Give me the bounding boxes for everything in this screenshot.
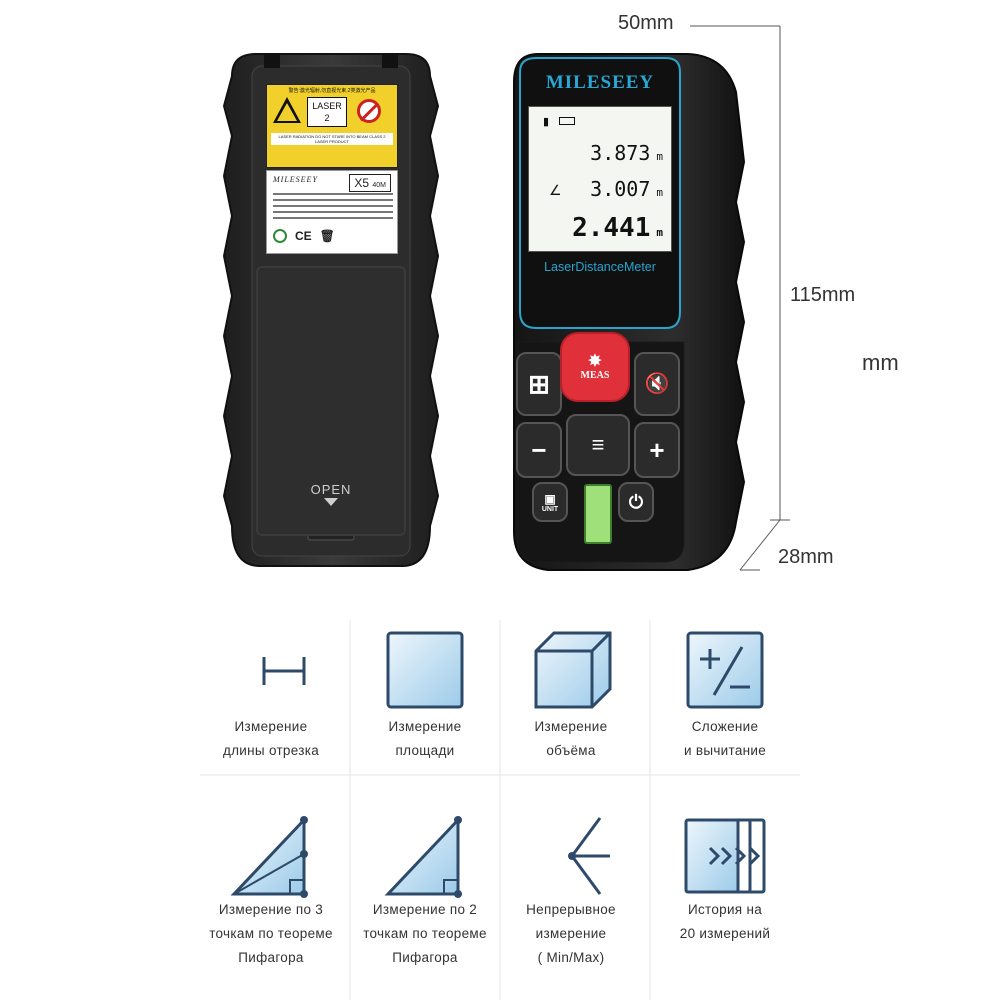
warning-fine-print: LASER RADIATION DO NOT STARE INTO BEAM C… [271, 133, 393, 145]
feature-history: История на 20 измерений [650, 808, 800, 946]
feature-area-line1: Измерение [388, 719, 462, 734]
plus-minus-icon [686, 631, 764, 709]
spec-text-lines [273, 193, 393, 223]
feature-history-line1: История на [687, 902, 763, 917]
reading-2: 3.007 m [590, 177, 663, 201]
reading-3: 2.441 m [572, 213, 663, 243]
width-dimension: 50mm [618, 12, 674, 34]
minus-button: − [516, 422, 562, 478]
power-button: ⏻ [618, 482, 654, 522]
laser-class-word: LASER [312, 101, 342, 111]
function-icon: ≡ [591, 432, 605, 457]
height-dimension: 115mm [790, 284, 856, 306]
reading-1: 3.873 m [590, 141, 663, 165]
reading-1-value: 3.873 [590, 141, 651, 165]
feature-continuous-line1: Непрерывное [526, 902, 616, 917]
reading-2-value: 3.007 [590, 177, 651, 201]
extra-dimension: mm [862, 350, 899, 375]
laser-indicator-icon: ▮ [543, 116, 550, 128]
feature-area-line2: площади [395, 743, 455, 758]
certification-marks: CE 🗑 [273, 229, 335, 243]
back-brand: MILESEEY [273, 175, 318, 184]
angle-icon: ∠ [549, 182, 562, 198]
ce-mark: CE [295, 229, 312, 243]
battery-icon [559, 117, 575, 125]
feature-addsub-line1: Сложение [691, 719, 759, 734]
laser-warning-label: 警告:激光辐射,勿直视光束,2类激光产品 LASER 2 LASER RADIA… [266, 84, 398, 168]
device-front-photo: MILESEEY ▮ 3.873 m ∠ 3.007 m 2.441 m LaserD… [508, 42, 748, 576]
feature-pyth3-line3: Пифагора [238, 950, 304, 965]
volume-cube-icon [534, 631, 612, 709]
feature-volume-line2: объёма [546, 743, 596, 758]
power-icon: ⏻ [628, 492, 644, 512]
laser-class-num: 2 [324, 113, 330, 123]
unit-button: ▣ UNIT [532, 482, 568, 522]
history-icon [684, 818, 766, 894]
feature-volume: Измерение объёма [496, 625, 646, 763]
pythagoras-2pt-icon [384, 816, 462, 898]
minus-icon: − [531, 435, 547, 465]
meas-label: MEAS [580, 369, 610, 381]
front-model-text: LaserDistanceMeter [544, 260, 656, 274]
feature-continuous: Непрерывное измерение ( Min/Max) [496, 808, 646, 970]
laser-warning-icon-inner [277, 103, 297, 121]
feature-segment-line2: длины отрезка [222, 743, 320, 758]
warning-header: 警告:激光辐射,勿直视光束,2类激光产品 [288, 88, 376, 94]
reading-1-unit: m [656, 150, 663, 163]
feature-pyth2-line1: Измерение по 2 [372, 902, 478, 917]
feature-pyth3-line2: точкам по теореме [209, 926, 333, 941]
feature-segment: Измерение длины отрезка [196, 625, 346, 763]
model-badge: X5 40M [349, 174, 391, 192]
battery-cover [256, 266, 406, 536]
feature-volume-line1: Измерение [534, 719, 608, 734]
plus-button: + [634, 422, 680, 478]
menu-button: ⊞ [516, 352, 562, 416]
reading-2-unit: m [656, 186, 663, 199]
model-range: 40M [372, 182, 386, 189]
area-square-icon [386, 631, 464, 709]
recycle-bin-icon: 🗑 [319, 229, 335, 243]
feature-addsub: Сложение и вычитание [650, 625, 800, 763]
plus-icon: + [649, 435, 665, 465]
unit-icon: ▣ [544, 491, 556, 506]
feature-pyth2-line2: точкам по теореме [363, 926, 487, 941]
grid-icon: ⊞ [528, 369, 550, 399]
feature-continuous-line2: измерение [535, 926, 607, 941]
feature-addsub-line2: и вычитание [683, 743, 767, 758]
reading-3-value: 2.441 [572, 213, 651, 243]
feature-pythagoras-2: Измерение по 2 точкам по теореме Пифагор… [350, 808, 500, 970]
feature-pyth2-line3: Пифагора [392, 950, 458, 965]
feature-segment-line1: Измерение [234, 719, 308, 734]
feature-continuous-line3: ( Min/Max) [537, 950, 605, 965]
unit-label: UNIT [541, 505, 559, 513]
device-back-photo: 警告:激光辐射,勿直视光束,2类激光产品 LASER 2 LASER RADIA… [212, 46, 450, 574]
lcd-screen: ▮ 3.873 m ∠ 3.007 m 2.441 m [528, 106, 672, 252]
bubble-level [584, 484, 612, 544]
continuous-measure-icon [568, 817, 610, 895]
meas-button: ✸ MEAS [560, 332, 630, 402]
open-arrow-icon [324, 498, 338, 506]
no-stare-icon [357, 99, 381, 123]
feature-history-line2: 20 измерений [679, 926, 771, 941]
laser-class-box: LASER 2 [307, 97, 347, 127]
feature-pythagoras-3: Измерение по 3 точкам по теореме Пифагор… [196, 808, 346, 970]
check-mark-icon [273, 229, 287, 243]
function-button: ≡ [566, 414, 630, 476]
laser-star-icon: ✸ [588, 352, 602, 370]
reading-3-unit: m [656, 226, 663, 239]
open-label: OPEN [310, 482, 352, 497]
feature-area: Измерение площади [350, 625, 500, 763]
mute-button: 🔇 [634, 352, 680, 416]
front-brand-logo: MILESEEY [545, 72, 655, 93]
segment-length-icon [262, 657, 306, 685]
model-name: X5 [354, 176, 370, 190]
pythagoras-3pt-icon [230, 816, 308, 898]
dimension-lines [690, 25, 790, 571]
depth-dimension: 28mm [778, 546, 834, 568]
spec-label: MILESEEY X5 40M CE 🗑 [266, 170, 398, 254]
feature-pyth3-line1: Измерение по 3 [218, 902, 324, 917]
speaker-mute-icon: 🔇 [644, 373, 670, 395]
